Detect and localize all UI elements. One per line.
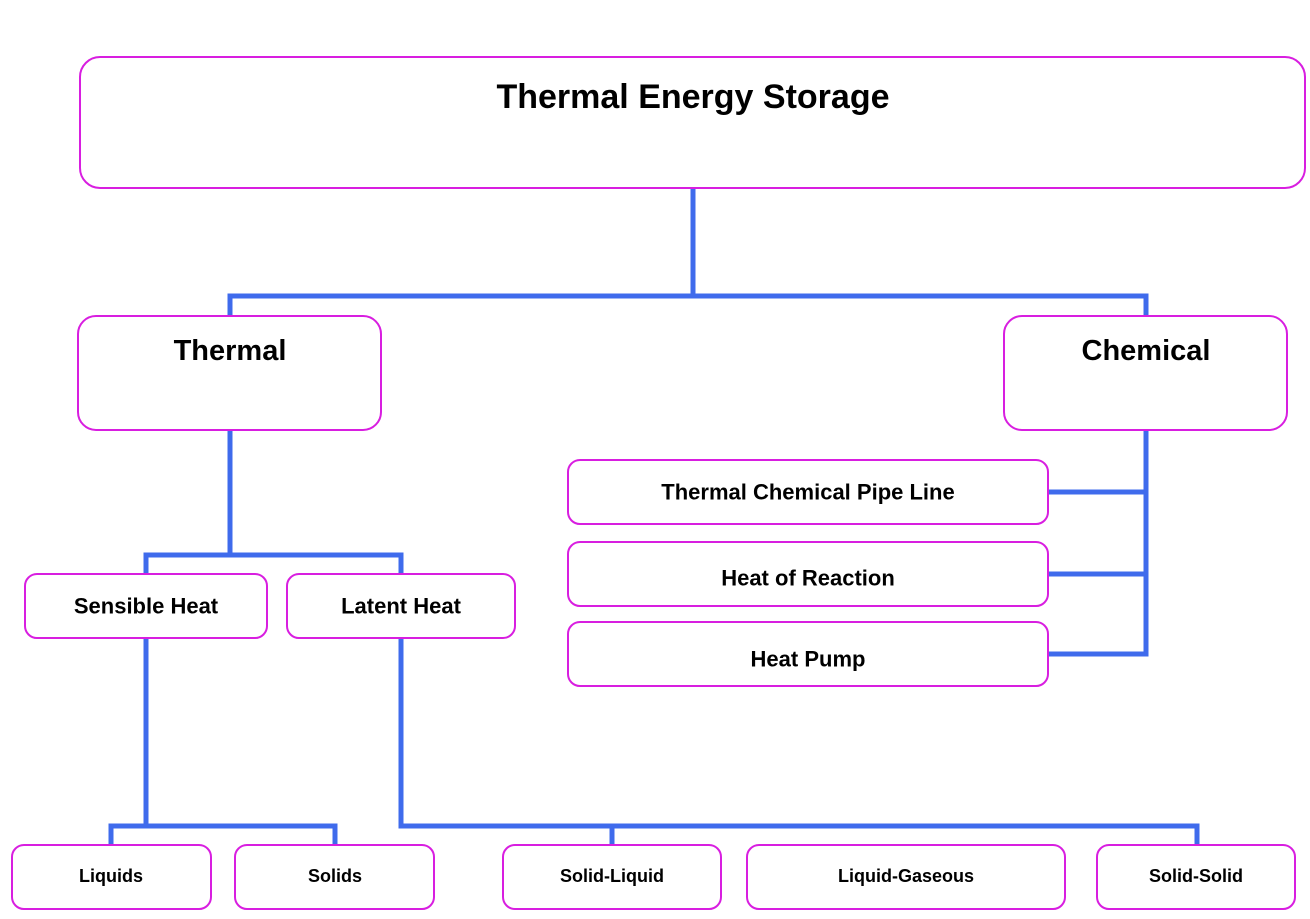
node-latent-heat: Latent Heat <box>286 573 516 639</box>
node-thermal-energy-storage: Thermal Energy Storage <box>79 56 1306 189</box>
node-liquids: Liquids <box>11 844 212 910</box>
node-label: Thermal <box>174 335 287 367</box>
node-label: Solid-Solid <box>1149 866 1243 886</box>
node-solid-solid: Solid-Solid <box>1096 844 1296 910</box>
node-label: Liquid-Gaseous <box>838 866 974 886</box>
connector-branch-thermal-chemical <box>227 293 1149 319</box>
node-label: Sensible Heat <box>74 594 219 619</box>
node-sensible-heat: Sensible Heat <box>24 573 268 639</box>
connectors <box>108 185 1200 848</box>
node-thermal-chemical-pipe-line: Thermal Chemical Pipe Line <box>567 459 1049 525</box>
connector-chemical-spine <box>1045 427 1149 657</box>
node-solids: Solids <box>234 844 435 910</box>
node-liquid-gaseous: Liquid-Gaseous <box>746 844 1066 910</box>
node-label: Solids <box>308 866 362 886</box>
node-label: Liquids <box>79 866 143 886</box>
connector-branch-sensible-latent <box>143 552 404 577</box>
node-label: Thermal Chemical Pipe Line <box>661 480 954 505</box>
node-thermal: Thermal <box>77 315 382 431</box>
node-heat-of-reaction: Heat of Reaction <box>567 541 1049 607</box>
connector-branch-liquids-solids <box>108 823 338 848</box>
node-label: Latent Heat <box>341 594 461 619</box>
node-label: Heat Pump <box>751 647 866 672</box>
node-label: Chemical <box>1082 335 1211 367</box>
node-heat-pump: Heat Pump <box>567 621 1049 687</box>
node-label: Heat of Reaction <box>721 566 895 591</box>
node-chemical: Chemical <box>1003 315 1288 431</box>
node-solid-liquid: Solid-Liquid <box>502 844 722 910</box>
node-label: Solid-Liquid <box>560 866 664 886</box>
connector-latent-to-leaves <box>398 635 1200 848</box>
node-label: Thermal Energy Storage <box>496 78 889 116</box>
